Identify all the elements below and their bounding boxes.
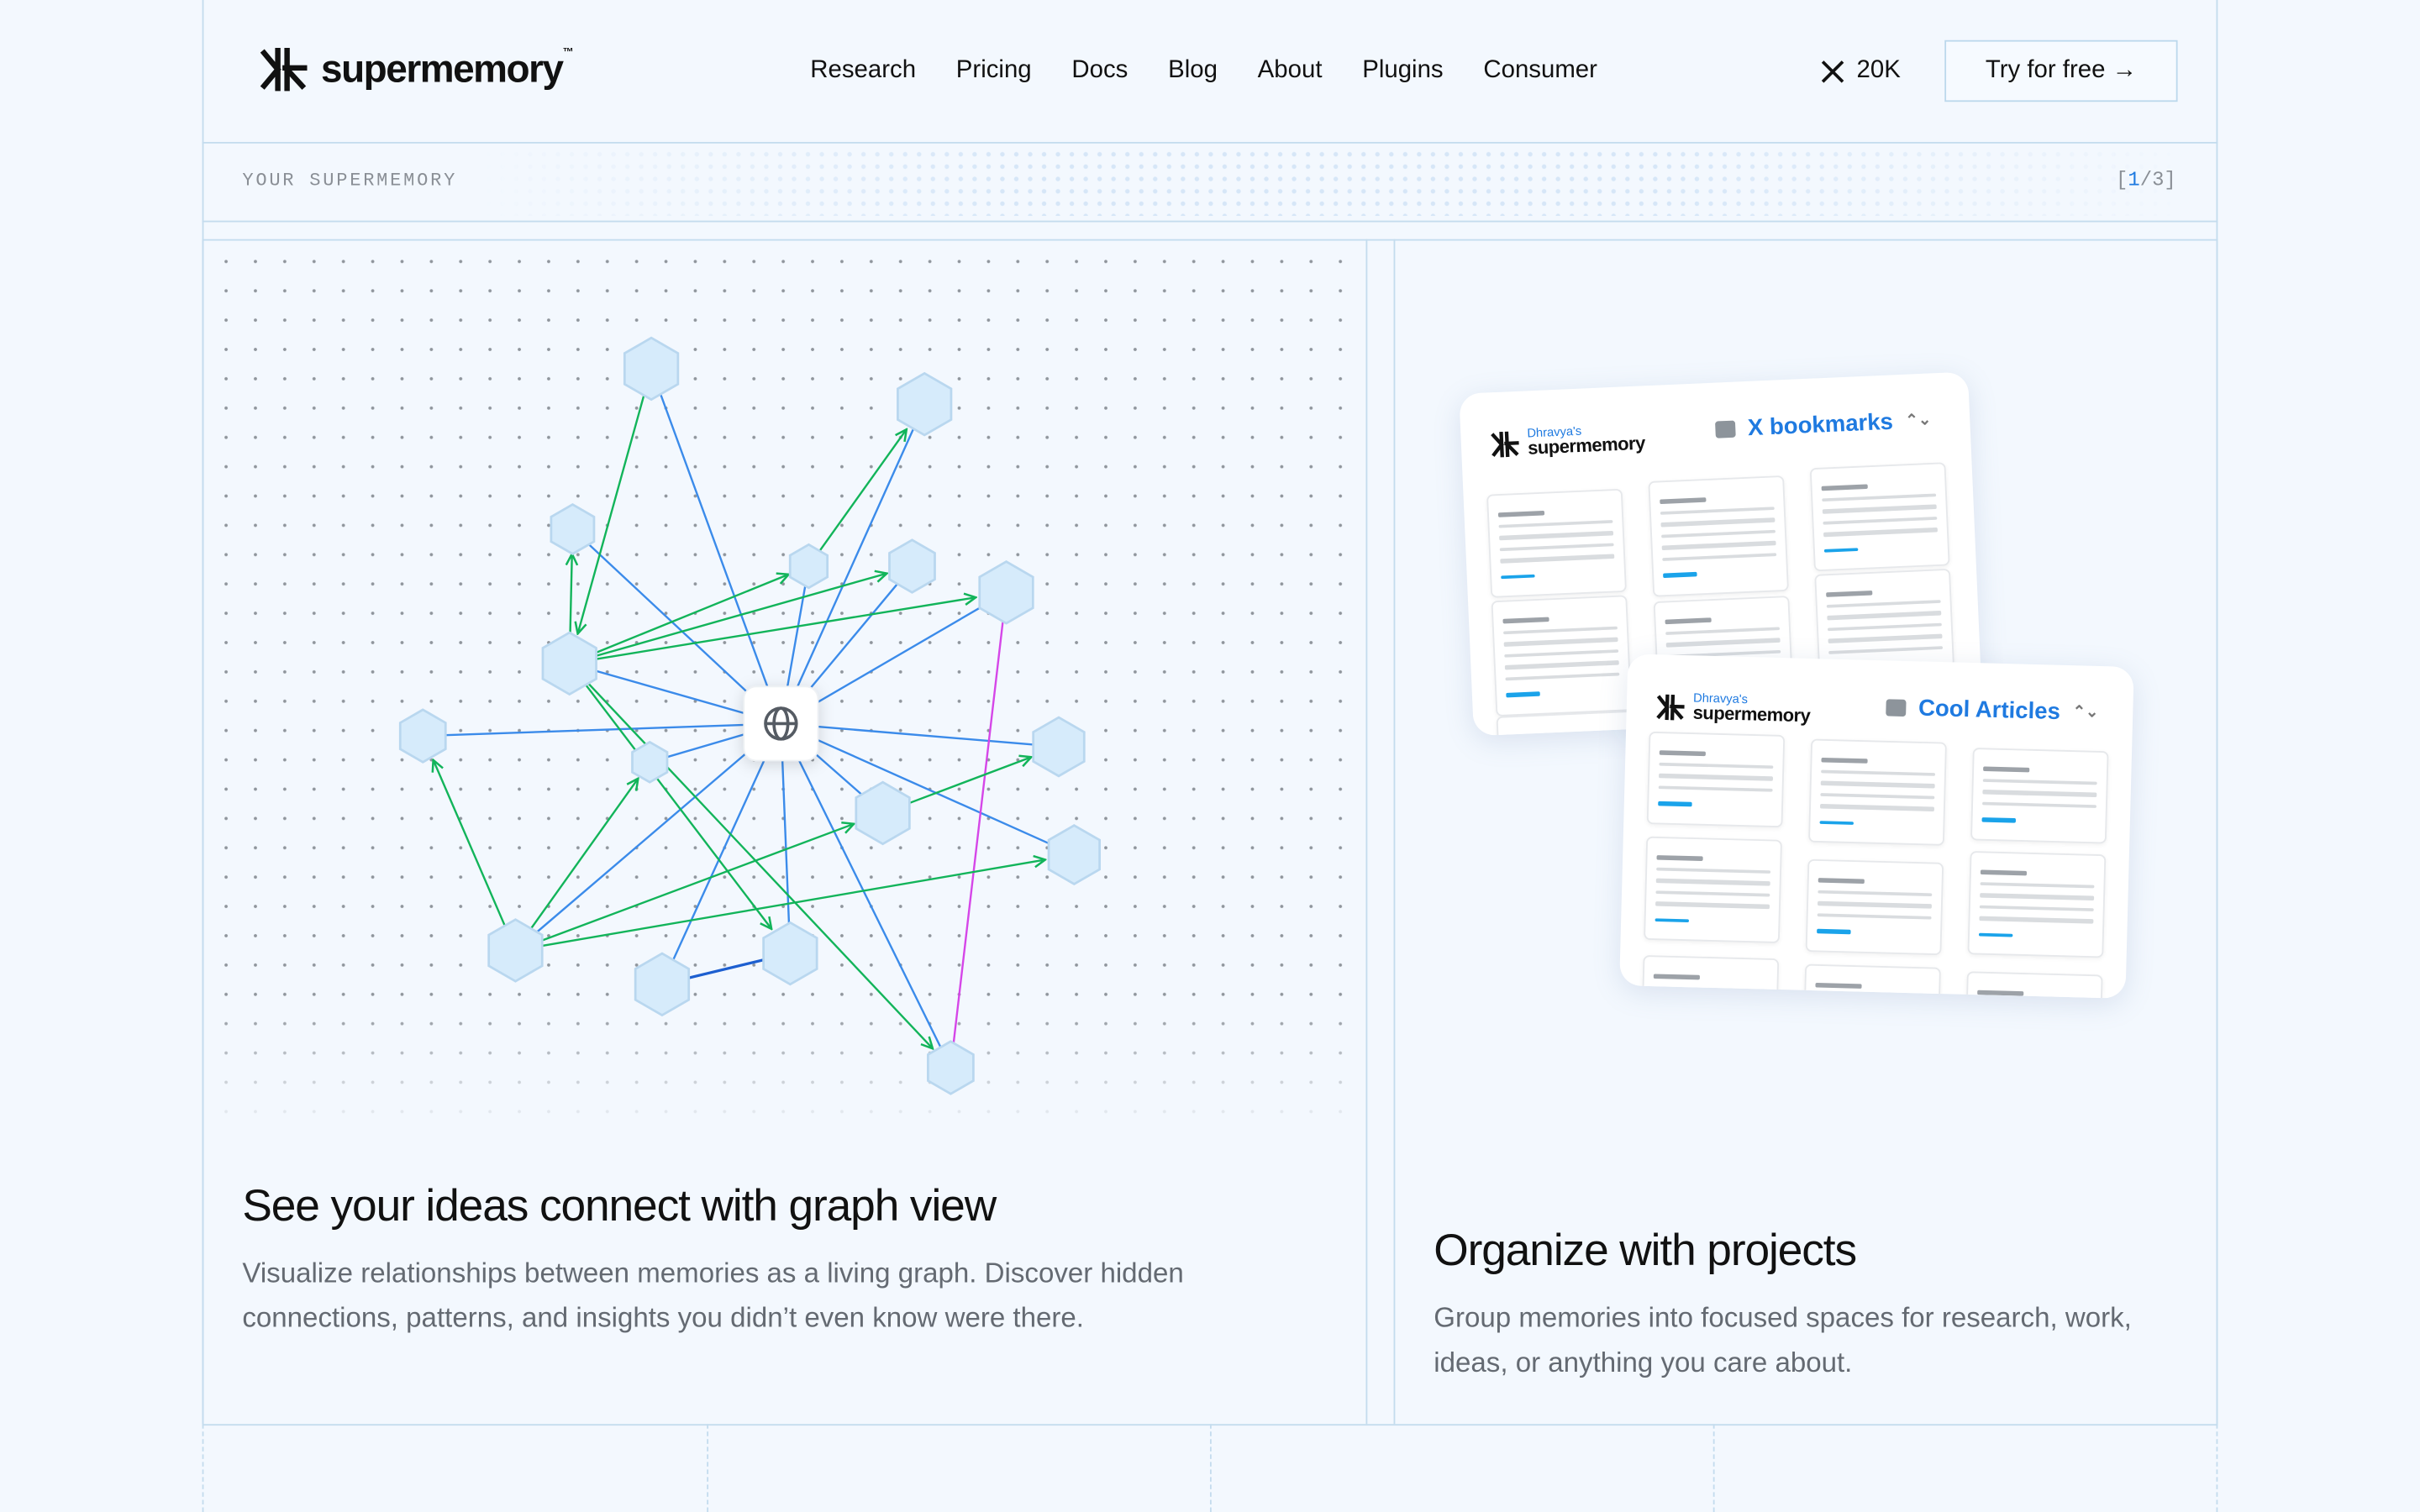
grid-divider <box>1712 1424 1715 1512</box>
supermemory-logo-icon <box>1656 693 1685 720</box>
graph-edge <box>780 722 952 1068</box>
graph-edge <box>781 722 1060 748</box>
graph-arrow <box>592 574 886 658</box>
graph-arrow <box>539 859 1045 948</box>
dot-pattern <box>481 148 2186 217</box>
graph-edge <box>660 722 782 985</box>
graph-edge <box>780 403 926 724</box>
nav-research[interactable]: Research <box>810 56 917 84</box>
divider <box>202 239 2218 241</box>
graph-arrow <box>818 429 906 554</box>
graph-edge <box>780 723 792 954</box>
memory-node <box>541 631 597 696</box>
memory-node <box>623 336 680 402</box>
nav-consumer[interactable]: Consumer <box>1483 56 1597 84</box>
globe-icon[interactable] <box>764 706 798 741</box>
section-label: YOUR SUPERMEMORY <box>242 170 458 192</box>
memory-node <box>788 543 829 590</box>
nav-docs[interactable]: Docs <box>1071 56 1128 84</box>
folder-icon <box>1715 420 1736 438</box>
memory-node <box>1047 824 1102 886</box>
project-selector[interactable]: X bookmarks⌃⌄ <box>1715 407 1932 443</box>
graph-arrow <box>529 779 639 932</box>
nav-pricing[interactable]: Pricing <box>955 56 1032 84</box>
x-logo-icon <box>1821 60 1844 82</box>
grid-divider <box>2216 1424 2218 1512</box>
graph-arrow <box>434 760 507 928</box>
projects-title: Organize with projects <box>1434 1226 1857 1276</box>
chevron-updown-icon: ⌃⌄ <box>1905 412 1932 430</box>
memory-node <box>550 503 596 555</box>
projects-description: Group memories into focused spaces for r… <box>1434 1302 2132 1378</box>
graph-view-description: Visualize relationships between memories… <box>242 1257 1184 1333</box>
memory-node <box>978 559 1034 625</box>
divider <box>202 220 2218 223</box>
memory-node <box>762 921 818 986</box>
graph-view-title: See your ideas connect with graph view <box>242 1181 997 1231</box>
grid-divider <box>202 1424 204 1512</box>
graph-arrow <box>593 597 976 661</box>
graph-arrow <box>538 824 854 943</box>
graph-arrow <box>592 575 789 655</box>
graph-edge <box>780 722 1075 856</box>
divider <box>202 141 2218 144</box>
memory-node <box>631 740 669 784</box>
grid-divider <box>1209 1424 1212 1512</box>
x-link[interactable]: 20K <box>1821 57 1901 85</box>
x-followers-count: 20K <box>1856 56 1901 84</box>
memory-node <box>888 538 936 594</box>
slide-pager[interactable]: [1/3] <box>2116 168 2176 192</box>
graph-arrow <box>578 391 646 633</box>
brand-name: supermemory™ <box>321 47 573 91</box>
section-banner: YOUR SUPERMEMORY [1/3] <box>203 144 2216 221</box>
graph-edge <box>950 592 1007 1068</box>
nav-blog[interactable]: Blog <box>1168 56 1218 84</box>
graph-edge <box>514 722 782 952</box>
memory-node <box>1032 716 1086 778</box>
memory-node <box>487 918 544 983</box>
try-for-free-button[interactable]: Try for free → <box>1944 39 2178 102</box>
supermemory-logo-icon <box>1491 430 1519 457</box>
nav-plugins[interactable]: Plugins <box>1362 56 1444 84</box>
memory-node <box>927 1040 975 1095</box>
memory-node <box>634 952 691 1017</box>
chevron-updown-icon: ⌃⌄ <box>2072 704 2099 722</box>
graph-arrow <box>583 682 772 929</box>
graph-arrow <box>905 757 1031 806</box>
nav-about[interactable]: About <box>1257 56 1323 84</box>
memory-node <box>398 708 447 764</box>
pager-current: 1 <box>2128 168 2140 192</box>
projects-panel <box>1393 239 2218 1425</box>
brand-logo[interactable]: supermemory™ <box>256 46 573 92</box>
memory-node <box>897 371 953 437</box>
folder-icon <box>1886 699 1907 717</box>
graph-view-panel <box>202 239 1368 1425</box>
graph-arrow <box>570 554 571 639</box>
graph-arrow <box>586 680 933 1048</box>
memory-node <box>855 780 911 846</box>
graph-edge <box>650 368 782 724</box>
graph-edge <box>423 722 781 738</box>
project-selector[interactable]: Cool Articles⌃⌄ <box>1886 695 2099 727</box>
grid-divider <box>707 1424 709 1512</box>
supermemory-logo-icon <box>260 47 308 92</box>
main-nav: Research Pricing Docs Blog About Plugins… <box>810 57 1597 85</box>
